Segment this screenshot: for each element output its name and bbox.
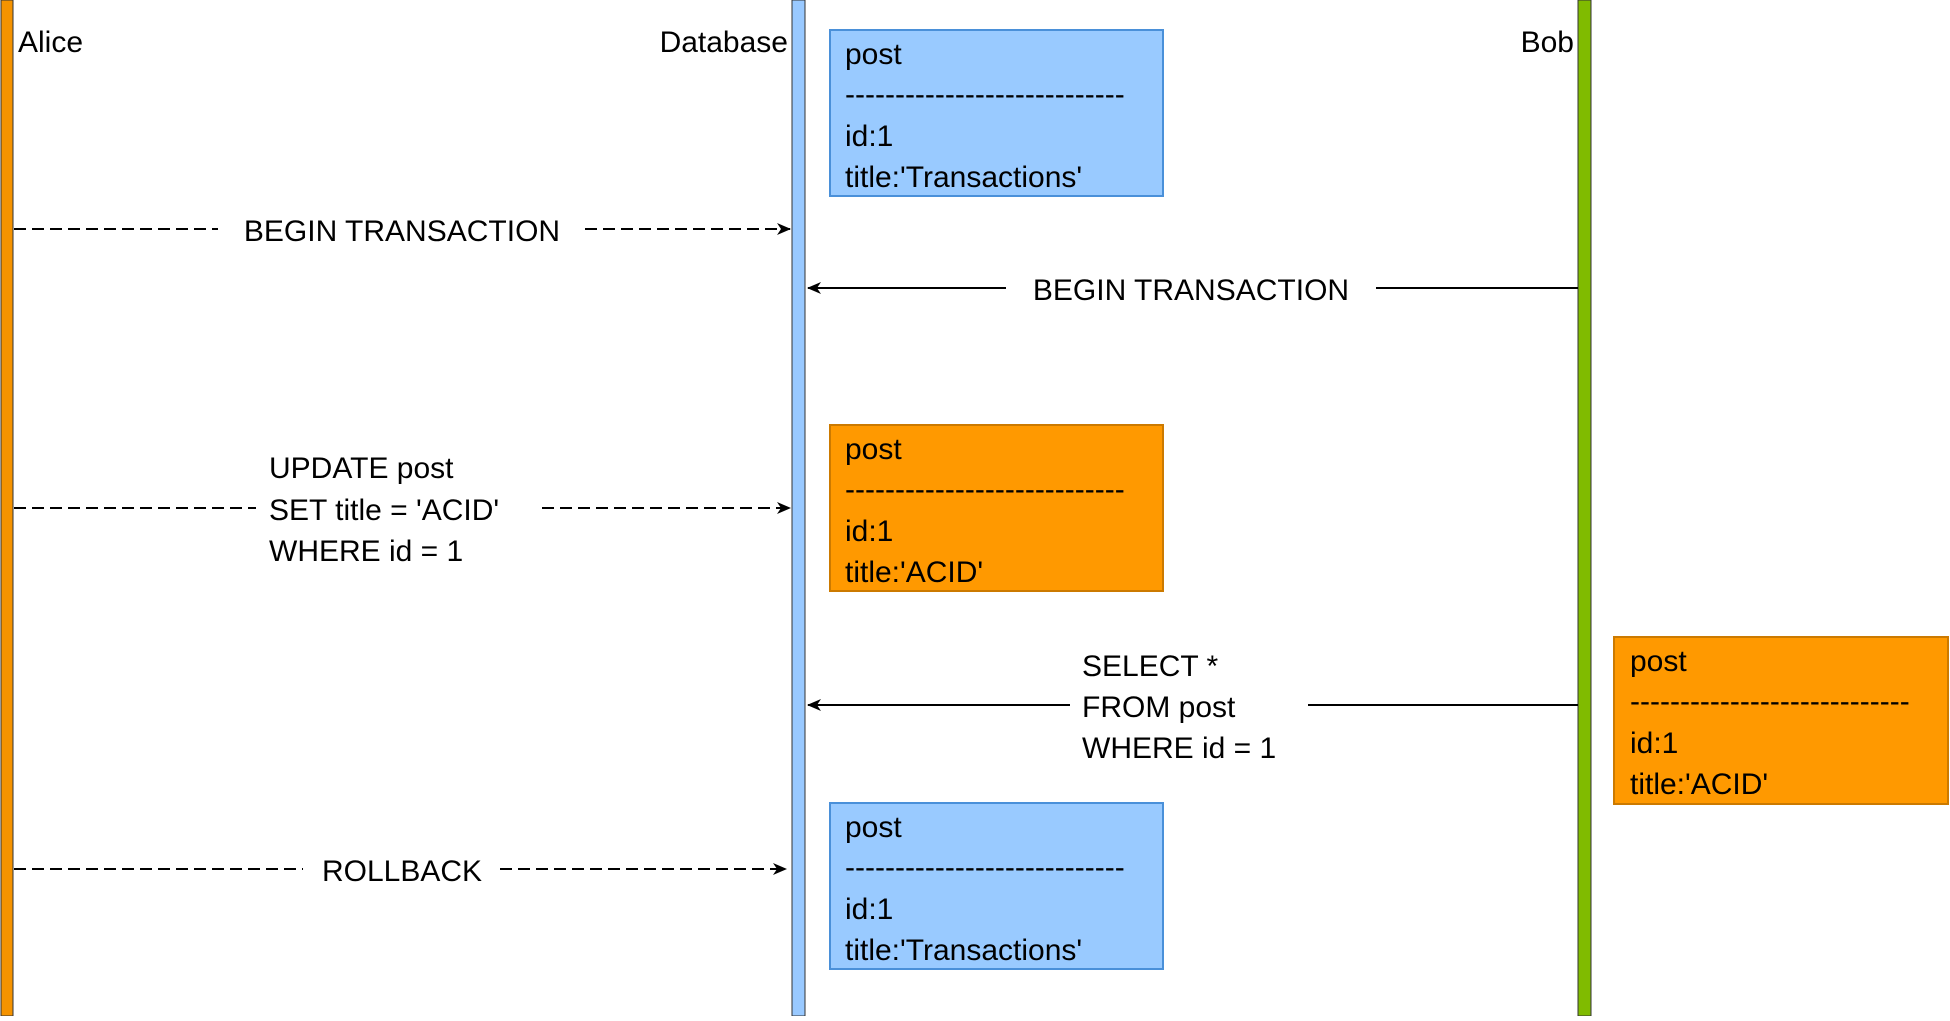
bob-label: Bob xyxy=(1521,26,1574,59)
record-title: title:'Transactions' xyxy=(845,161,1082,194)
record-table: post xyxy=(845,38,902,71)
record-box-updated: post ---------------------------- id:1 t… xyxy=(829,424,1164,592)
record-separator: ---------------------------- xyxy=(1630,685,1910,718)
message-label-line: UPDATE post xyxy=(269,452,454,485)
message-label: ROLLBACK xyxy=(322,855,482,888)
record-id: id:1 xyxy=(845,515,893,548)
message-label-line: SELECT * xyxy=(1082,650,1218,683)
database-label: Database xyxy=(660,26,788,59)
record-separator: ---------------------------- xyxy=(845,473,1125,506)
record-separator: ---------------------------- xyxy=(845,851,1125,884)
message-alice-update: UPDATE post SET title = 'ACID' WHERE id … xyxy=(14,452,791,568)
message-bob-begin: BEGIN TRANSACTION xyxy=(807,274,1578,307)
record-table: post xyxy=(845,811,902,844)
message-label-line: WHERE id = 1 xyxy=(269,535,463,568)
record-title: title:'Transactions' xyxy=(845,934,1082,967)
record-box-rollback: post ---------------------------- id:1 t… xyxy=(829,802,1164,970)
record-box-initial: post ---------------------------- id:1 t… xyxy=(829,29,1164,197)
record-box-bob-read: post ---------------------------- id:1 t… xyxy=(1613,636,1949,805)
message-label: BEGIN TRANSACTION xyxy=(244,215,560,248)
alice-lifeline xyxy=(0,0,14,1017)
record-id: id:1 xyxy=(1630,727,1678,760)
record-id: id:1 xyxy=(845,893,893,926)
message-label: BEGIN TRANSACTION xyxy=(1033,274,1349,307)
record-separator: ---------------------------- xyxy=(845,78,1125,111)
record-table: post xyxy=(1630,645,1687,678)
message-bob-select: SELECT * FROM post WHERE id = 1 xyxy=(807,650,1578,765)
record-title: title:'ACID' xyxy=(845,556,983,589)
database-lifeline xyxy=(791,0,806,1017)
message-label-line: FROM post xyxy=(1082,691,1236,724)
message-label-line: SET title = 'ACID' xyxy=(269,494,499,527)
alice-label: Alice xyxy=(18,26,83,59)
message-alice-rollback: ROLLBACK xyxy=(14,855,787,888)
bob-lifeline xyxy=(1577,0,1592,1017)
record-id: id:1 xyxy=(845,120,893,153)
record-title: title:'ACID' xyxy=(1630,768,1768,801)
record-table: post xyxy=(845,433,902,466)
message-alice-begin: BEGIN TRANSACTION xyxy=(14,215,791,248)
message-label-line: WHERE id = 1 xyxy=(1082,732,1276,765)
